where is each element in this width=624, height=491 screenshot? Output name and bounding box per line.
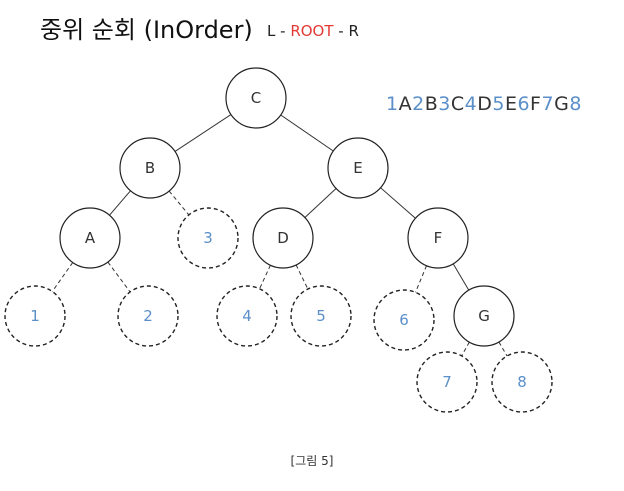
sequence-item: 3	[438, 93, 451, 115]
null-node-label: 8	[517, 373, 527, 391]
tree-node-A	[59, 207, 121, 269]
null-node-label: 2	[143, 307, 153, 325]
tree-node-C	[225, 67, 287, 129]
sequence-item: E	[504, 93, 518, 115]
sequence-item: 1	[386, 93, 399, 115]
null-node-label: 3	[203, 229, 213, 247]
sequence-item: B	[424, 93, 439, 115]
null-node-label: 7	[442, 373, 452, 391]
sequence-item: A	[398, 93, 413, 115]
null-node-label: 1	[30, 307, 40, 325]
order-left: L -	[267, 22, 291, 40]
sequence-item: F	[530, 93, 542, 115]
tree-node-label: D	[277, 229, 289, 247]
tree-edge-D-n4	[259, 265, 271, 289]
tree-node-B	[119, 137, 181, 199]
null-node-label: 6	[399, 311, 409, 329]
tree-edge-B-A	[109, 190, 131, 216]
tree-edge-D-n5	[295, 264, 309, 290]
tree-node-label: G	[478, 307, 490, 325]
tree-edge-F-G	[452, 263, 470, 291]
tree-node-D	[252, 207, 314, 269]
null-node-8	[491, 351, 553, 413]
figure-caption: [그림 5]	[290, 454, 334, 468]
sequence-item: C	[450, 93, 465, 115]
null-node-7	[416, 351, 478, 413]
tree-edge-E-D	[304, 188, 337, 218]
null-node-1	[4, 285, 66, 347]
sequence-item: D	[477, 93, 493, 115]
null-node-label: 4	[242, 307, 252, 325]
null-node-2	[117, 285, 179, 347]
traversal-sequence: 1A2B3C4D5E6F7G8	[386, 93, 582, 115]
sequence-item: G	[554, 93, 570, 115]
tree-edge-F-n6	[415, 265, 427, 293]
tree-node-label: E	[353, 159, 362, 177]
tree-edge-G-n7	[461, 341, 470, 357]
tree-edge-G-n8	[498, 341, 508, 357]
tree-edge-A-n1	[51, 262, 74, 292]
order-root: ROOT	[290, 22, 334, 40]
sequence-item: 6	[517, 93, 531, 115]
tree-node-label: F	[434, 229, 443, 247]
tree-edge-C-B	[174, 114, 232, 152]
tree-node-F	[407, 207, 469, 269]
tree-edge-E-F	[380, 187, 416, 219]
tree-node-label: C	[251, 89, 261, 107]
null-node-6	[373, 289, 435, 351]
order-right: - R	[333, 22, 359, 40]
sequence-item: 4	[464, 93, 478, 115]
null-node-4	[216, 285, 278, 347]
null-node-label: 5	[316, 307, 326, 325]
traversal-order-label: L - ROOT - R	[267, 22, 359, 40]
null-node-3	[177, 207, 239, 269]
tree-edge-A-n2	[107, 261, 131, 293]
tree-node-E	[327, 137, 389, 199]
null-node-5	[290, 285, 352, 347]
tree-edge-C-E	[280, 114, 334, 152]
sequence-item: 7	[541, 93, 555, 115]
tree-node-label: A	[85, 229, 96, 247]
sequence-item: 8	[569, 93, 582, 115]
diagram-title: 중위 순회 (InOrder)	[40, 16, 253, 44]
tree-edge-B-n3	[168, 190, 190, 216]
tree-node-G	[453, 285, 515, 347]
sequence-item: 5	[492, 93, 505, 115]
tree-node-label: B	[145, 159, 155, 177]
sequence-item: 2	[412, 93, 425, 115]
